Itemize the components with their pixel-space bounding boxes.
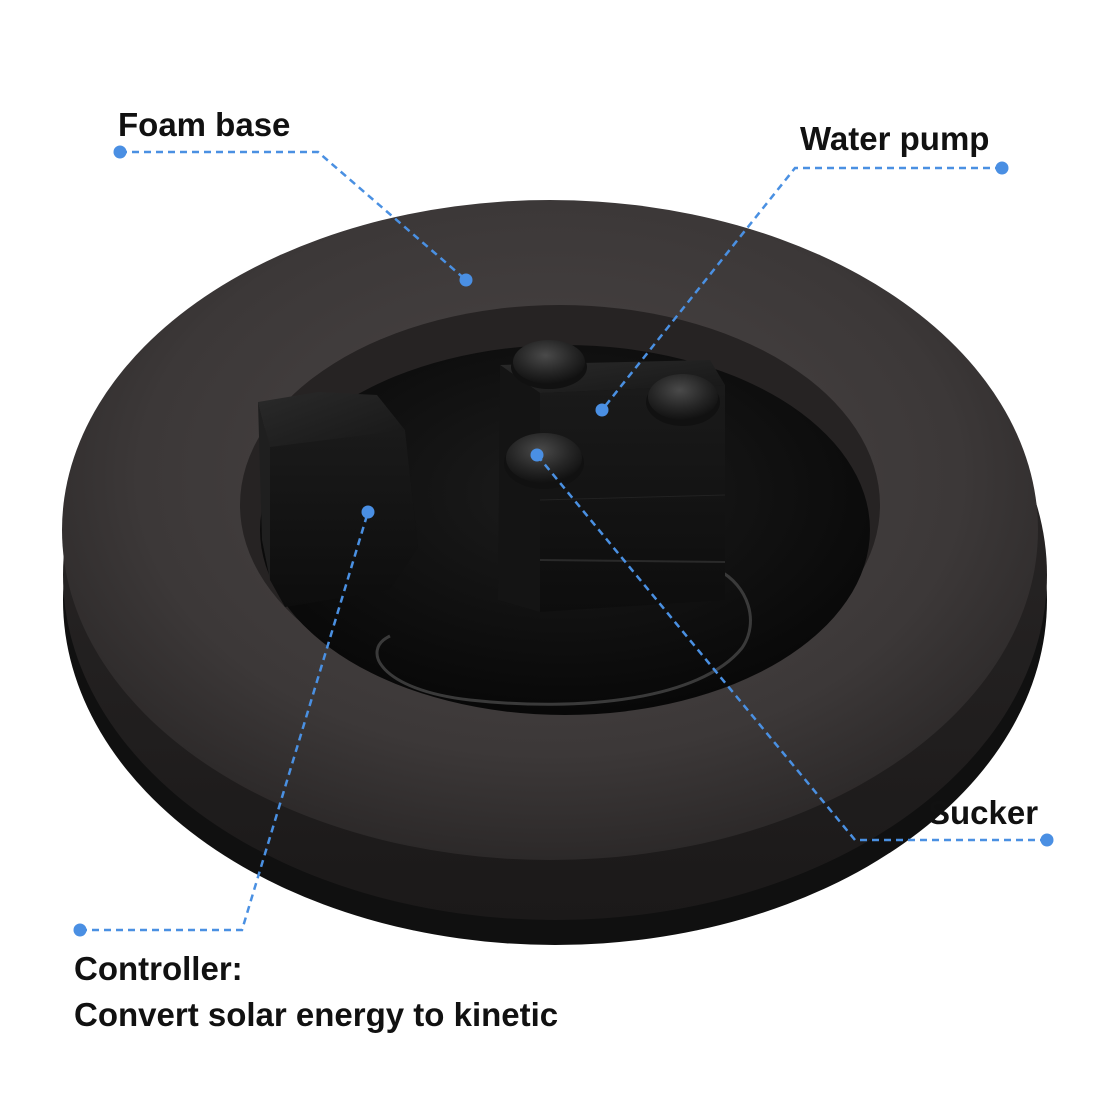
- dot: [113, 145, 127, 159]
- dot: [595, 403, 609, 417]
- sucker-disc: [506, 433, 582, 483]
- leader-dots: [73, 145, 1054, 937]
- suckers: [504, 340, 720, 489]
- pump-left-face: [498, 365, 540, 612]
- sucker-disc: [648, 374, 718, 420]
- cable: [375, 568, 752, 706]
- leader-line-foam-base: [120, 150, 467, 281]
- pump-seam: [539, 494, 726, 501]
- dot: [361, 505, 375, 519]
- sucker-label: Sucker: [928, 794, 1039, 831]
- pump-seam: [539, 559, 726, 563]
- pump-front-face: [540, 385, 725, 612]
- sucker-disc: [513, 340, 585, 384]
- leader-line-sucker: [536, 454, 1047, 842]
- controller-front-face: [270, 430, 418, 607]
- controller: [258, 392, 418, 607]
- dot: [73, 923, 87, 937]
- dot: [1040, 833, 1054, 847]
- controller-description: Convert solar energy to kinetic: [74, 996, 559, 1033]
- leader-line-controller: [80, 511, 370, 932]
- leader-lines: [80, 150, 1047, 932]
- dot: [530, 448, 544, 462]
- foam-base-label: Foam base: [118, 106, 291, 143]
- controller-left-face: [258, 402, 270, 580]
- dot: [995, 161, 1009, 175]
- water-pump-label: Water pump: [800, 120, 990, 157]
- controller-top-face: [258, 392, 405, 447]
- dot: [459, 273, 473, 287]
- leader-line-water-pump: [601, 166, 1002, 411]
- controller-label: Controller:: [74, 950, 243, 987]
